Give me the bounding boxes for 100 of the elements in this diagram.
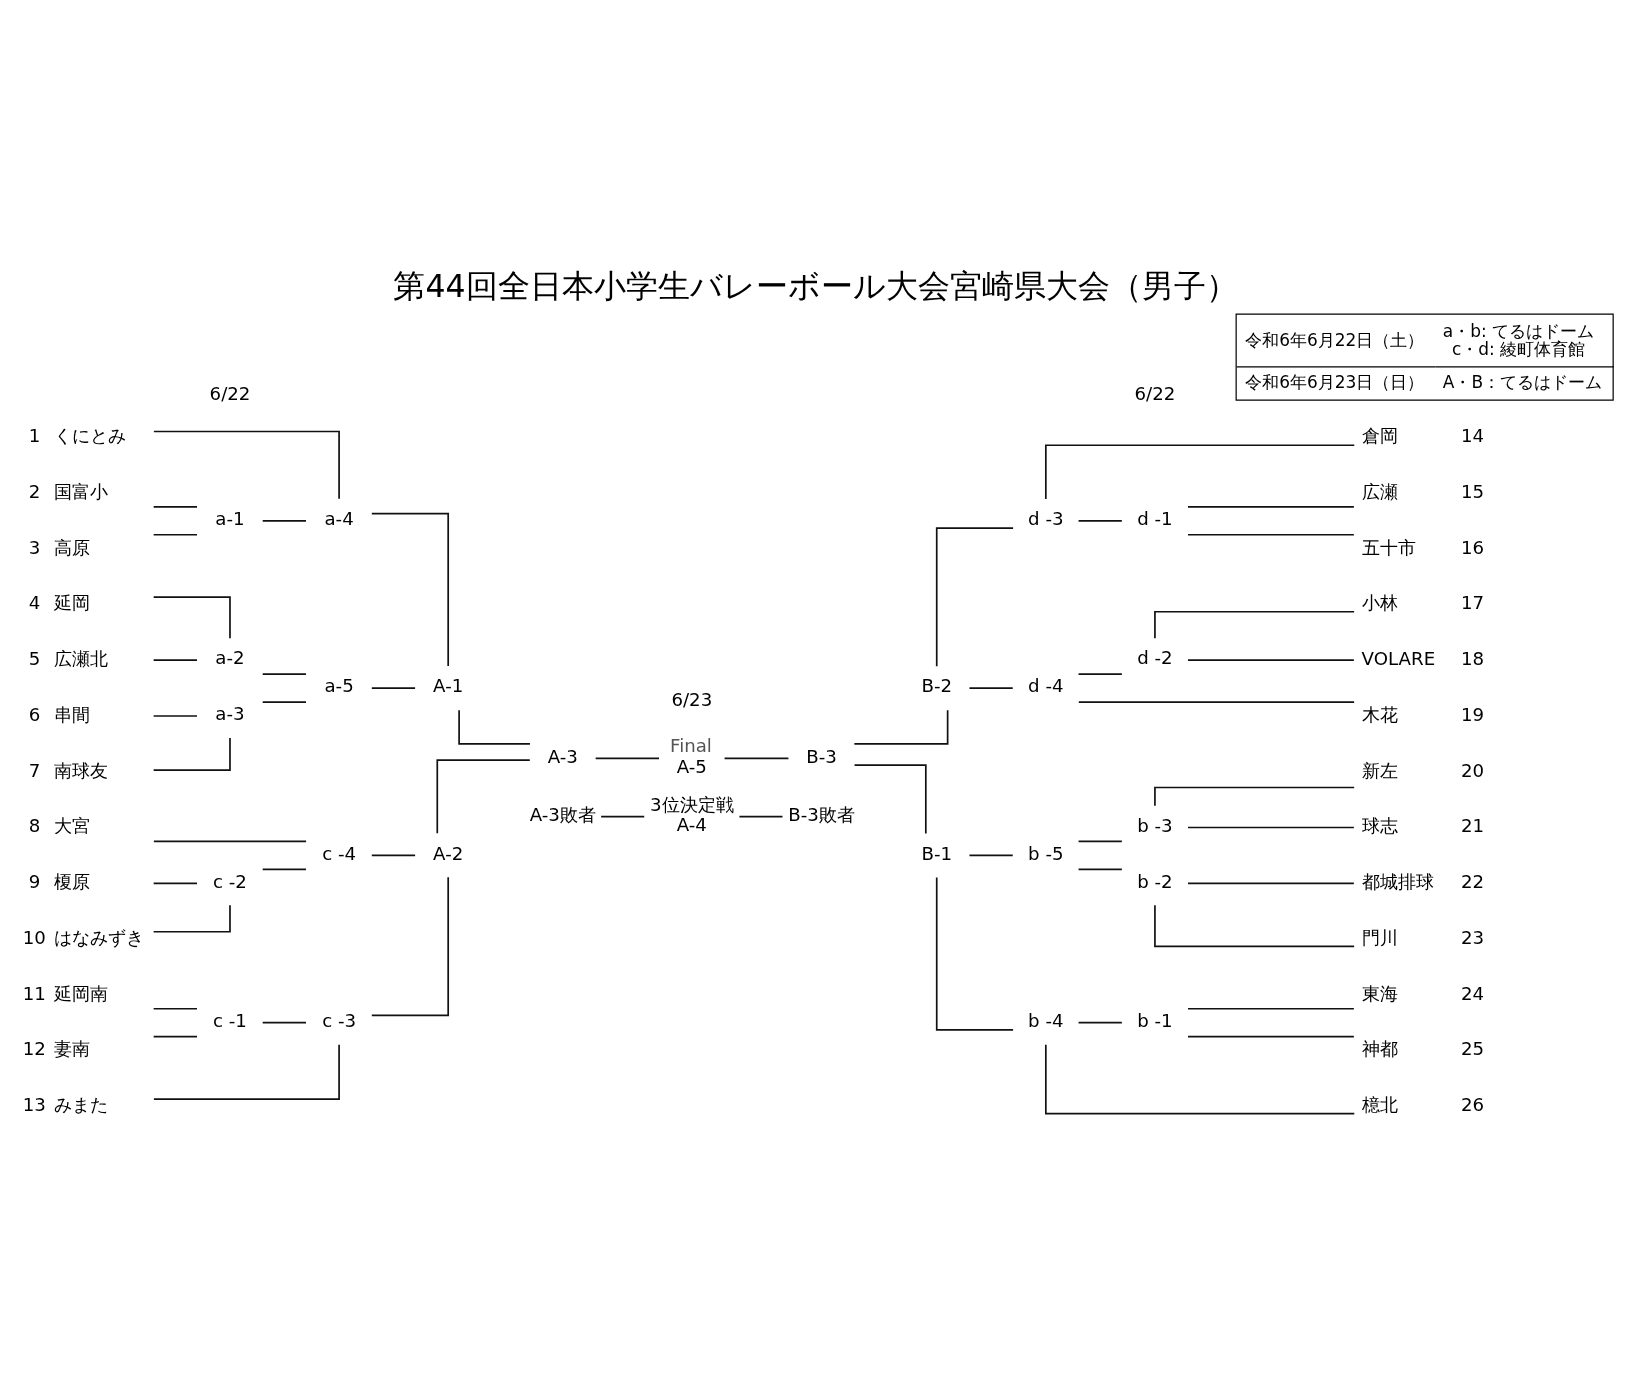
node-text: A-2 xyxy=(433,842,464,864)
connector xyxy=(370,875,450,1016)
node-text: c -4 xyxy=(322,842,357,864)
node-text: みまた xyxy=(54,1093,109,1115)
node-text: 広瀬 xyxy=(1361,480,1398,502)
connector xyxy=(1187,533,1355,536)
node-text: 妻南 xyxy=(54,1037,91,1059)
connector xyxy=(1187,505,1355,508)
node-text: c -1 xyxy=(213,1009,247,1031)
connector xyxy=(1077,868,1123,870)
node-text: 広瀬北 xyxy=(54,647,109,669)
node-text: 門川 xyxy=(1361,926,1398,948)
connector xyxy=(968,686,1014,689)
connector xyxy=(1077,700,1355,703)
node-text: d -4 xyxy=(1028,674,1064,696)
connector xyxy=(1077,840,1123,842)
node-text: 南球友 xyxy=(54,759,109,781)
connector xyxy=(1045,443,1356,500)
node-label: 2 xyxy=(28,480,41,502)
connector xyxy=(152,658,198,661)
connector xyxy=(1187,1035,1355,1037)
node-label: 23 xyxy=(1461,926,1485,948)
connector xyxy=(853,763,927,834)
node-text: 高原 xyxy=(54,536,91,558)
node-label: 16 xyxy=(1461,536,1485,558)
node-text: 都城排球 xyxy=(1361,870,1434,892)
node-text: Final A-5 xyxy=(670,734,712,777)
node-text: 延岡 xyxy=(54,591,91,613)
node-text: b -5 xyxy=(1028,842,1064,864)
node-text: d -3 xyxy=(1028,507,1064,529)
node-label: 4 xyxy=(28,591,41,613)
connector xyxy=(153,430,340,500)
connector xyxy=(738,815,784,817)
node-text: くにとみ xyxy=(54,424,127,446)
label: 令和6年6月23日（日） xyxy=(1245,371,1425,392)
node-text: 新左 xyxy=(1361,759,1398,781)
connector xyxy=(261,700,307,703)
connector xyxy=(370,512,450,667)
connector xyxy=(152,533,198,536)
node-label: 15 xyxy=(1461,480,1485,502)
node-label: 25 xyxy=(1461,1037,1485,1059)
node-label: 19 xyxy=(1461,703,1485,725)
connector xyxy=(152,903,231,933)
connector xyxy=(935,526,1014,667)
node-text: 木花 xyxy=(1361,703,1398,725)
connector xyxy=(152,736,231,771)
node-label: 26 xyxy=(1461,1093,1485,1115)
node-text: b -1 xyxy=(1137,1009,1173,1031)
label: 6/22 xyxy=(209,382,251,404)
node-text: 延岡南 xyxy=(54,982,109,1004)
node-text: VOLARE xyxy=(1361,647,1436,669)
node-text: 神都 xyxy=(1361,1037,1398,1059)
label: 6/22 xyxy=(1134,382,1176,404)
node-text: 3位決定戦 A-4 xyxy=(650,793,734,835)
connector xyxy=(1077,1021,1123,1024)
node-text: 榎原 xyxy=(54,870,91,892)
node-label: 5 xyxy=(28,647,41,669)
node-text: 小林 xyxy=(1361,591,1398,613)
node-label: 7 xyxy=(28,759,41,781)
node-text: 倉岡 xyxy=(1361,424,1398,446)
connector xyxy=(723,757,790,759)
node-text: B-3 xyxy=(806,745,837,767)
node-text: A-1 xyxy=(433,674,464,696)
connector xyxy=(1187,1007,1355,1010)
connector xyxy=(968,854,1014,856)
node-text: B-3敗者 xyxy=(788,803,855,825)
node-text: d -2 xyxy=(1137,646,1173,668)
node-label: 20 xyxy=(1461,759,1485,781)
node-label: 6 xyxy=(28,703,41,725)
node-text: 五十市 xyxy=(1361,536,1416,558)
connector xyxy=(1045,1043,1356,1114)
connector xyxy=(600,815,646,817)
connector xyxy=(261,519,307,522)
node-text: B-1 xyxy=(921,842,953,864)
connector xyxy=(935,876,1014,1031)
connector xyxy=(370,854,416,856)
node-text: a-3 xyxy=(215,702,245,724)
node-text: B-2 xyxy=(921,674,953,696)
connector xyxy=(1187,881,1355,884)
node-text: 串間 xyxy=(54,703,91,725)
connector xyxy=(153,840,307,842)
connector xyxy=(152,505,198,508)
connector xyxy=(152,1035,198,1037)
connector xyxy=(1154,904,1355,947)
node-text: はなみずき xyxy=(54,926,145,948)
connector xyxy=(853,708,949,745)
connector xyxy=(436,758,531,834)
node-label: 14 xyxy=(1461,424,1485,446)
connector xyxy=(152,881,198,884)
connector xyxy=(1154,610,1355,639)
connector xyxy=(152,714,198,717)
diagram-title: 第44回全日本小学生バレーボール大会宮崎県大会（男子） xyxy=(393,267,1238,304)
node-text: a-4 xyxy=(324,507,354,529)
node-label: 3 xyxy=(28,536,41,558)
node-label: 17 xyxy=(1461,591,1485,613)
label: 6/23 xyxy=(671,688,713,710)
connector xyxy=(152,1007,198,1010)
node-text: 大宮 xyxy=(54,814,91,836)
connector xyxy=(152,595,231,639)
node-label: 12 xyxy=(22,1037,46,1059)
